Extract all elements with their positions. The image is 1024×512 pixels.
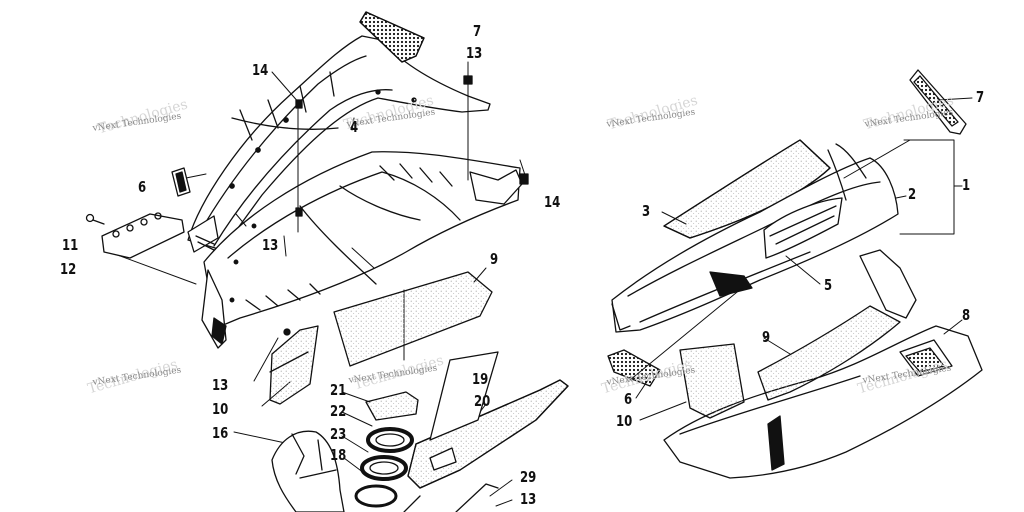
callout-16[interactable]: 16	[212, 424, 229, 442]
upper-hood-part-4	[187, 35, 491, 253]
callout-14-top[interactable]: 14	[252, 61, 269, 79]
callout-6-left[interactable]: 6	[138, 178, 147, 196]
lower-shroud-part-8	[663, 249, 983, 479]
callout-6-right[interactable]: 6	[624, 390, 633, 408]
leader-lines-right	[629, 97, 973, 421]
vent-grille-part-7-right	[909, 69, 967, 135]
windshield-part-3	[663, 139, 831, 239]
pad-part-10-right	[679, 343, 745, 419]
callout-14-right[interactable]: 14	[544, 193, 561, 211]
lower-console-assembly	[201, 151, 523, 349]
clip-part-6-right	[607, 349, 661, 387]
callout-29[interactable]: 29	[520, 468, 537, 486]
callout-2[interactable]: 2	[908, 185, 917, 203]
lower-bracket-part-29	[403, 483, 499, 512]
vent-grille-part-7-left	[359, 11, 425, 63]
callout-3[interactable]: 3	[642, 202, 651, 220]
fasteners-left	[85, 75, 529, 336]
callout-18[interactable]: 18	[330, 446, 347, 464]
callout-20[interactable]: 20	[474, 392, 491, 410]
foam-pad-part-9-right	[757, 305, 901, 401]
callout-22[interactable]: 22	[330, 402, 347, 420]
callout-11[interactable]: 11	[62, 236, 79, 254]
callout-23[interactable]: 23	[330, 425, 347, 443]
hood-cowl-part-2	[611, 143, 899, 333]
callout-7-right[interactable]: 7	[976, 88, 985, 106]
pad-part-10-left	[269, 325, 319, 405]
callout-7-left[interactable]: 7	[473, 22, 482, 40]
callout-13-top[interactable]: 13	[466, 44, 483, 62]
callout-10-left[interactable]: 10	[212, 400, 229, 418]
callout-21[interactable]: 21	[330, 381, 347, 399]
callout-8[interactable]: 8	[962, 306, 971, 324]
callout-10-right[interactable]: 10	[616, 412, 633, 430]
foam-pad-part-9-left	[333, 271, 493, 367]
callout-4[interactable]: 4	[350, 118, 359, 136]
assembly-bracket-part-1	[899, 139, 963, 235]
callout-19[interactable]: 19	[472, 370, 489, 388]
side-panel-parts-16-18	[271, 430, 345, 512]
clip-part-6-left	[171, 167, 191, 197]
callout-13-mid[interactable]: 13	[262, 236, 279, 254]
gasket-parts-21-22-23	[354, 391, 419, 508]
callout-9-right[interactable]: 9	[762, 328, 771, 346]
bracket-part-12	[101, 212, 185, 259]
callout-5[interactable]: 5	[824, 276, 833, 294]
lower-tray-parts-19-20	[407, 351, 569, 489]
callout-13-lower[interactable]: 13	[212, 376, 229, 394]
callout-9-left[interactable]: 9	[490, 250, 499, 268]
callout-12[interactable]: 12	[60, 260, 77, 278]
callout-1[interactable]: 1	[962, 176, 971, 194]
callout-13-bottom[interactable]: 13	[520, 490, 537, 508]
